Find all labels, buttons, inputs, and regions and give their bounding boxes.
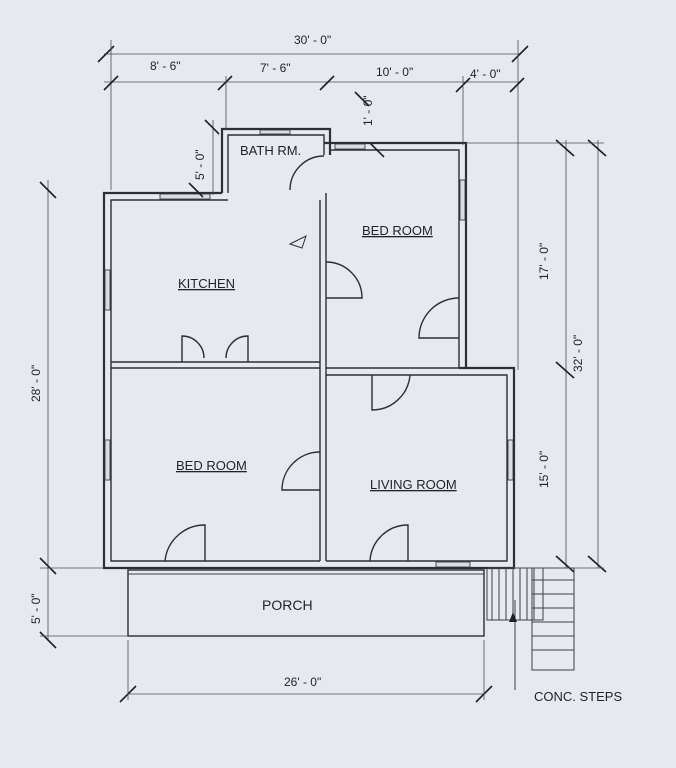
arrow-mark-icon: [288, 235, 307, 249]
dim-seg-1: 8' - 6": [150, 59, 181, 73]
room-label-bedroom-lower: BED ROOM: [176, 458, 247, 473]
room-label-porch: PORCH: [262, 597, 313, 613]
dim-seg-2: 7' - 6": [260, 61, 291, 75]
porch: [127, 569, 485, 637]
dim-overall-width: 30' - 0": [294, 33, 331, 47]
dim-bath-offset: 1' - 0": [361, 95, 375, 126]
room-label-bath: BATH RM.: [240, 143, 301, 158]
dim-porch-depth: 5' - 0": [29, 593, 43, 624]
dim-porch-width: 26' - 0": [284, 675, 321, 689]
doors: [164, 155, 460, 562]
dim-seg-3: 10' - 0": [376, 65, 413, 79]
dim-right-upper: 17' - 0": [537, 243, 551, 280]
room-label-living: LIVING ROOM: [370, 477, 457, 492]
windows: [104, 129, 514, 568]
room-label-bedroom-upper: BED ROOM: [362, 223, 433, 238]
room-label-kitchen: KITCHEN: [178, 276, 235, 291]
interior-walls: [111, 193, 459, 561]
dim-left-height: 28' - 0": [29, 365, 43, 402]
dim-bath-depth: 5' - 0": [193, 149, 207, 180]
concrete-steps: [486, 567, 575, 690]
steps-label: CONC. STEPS: [534, 689, 622, 704]
dimension-lines: [39, 40, 607, 703]
dim-seg-4: 4' - 0": [470, 67, 501, 81]
dim-right-lower: 15' - 0": [537, 451, 551, 488]
dim-right-total: 32' - 0": [571, 335, 585, 372]
